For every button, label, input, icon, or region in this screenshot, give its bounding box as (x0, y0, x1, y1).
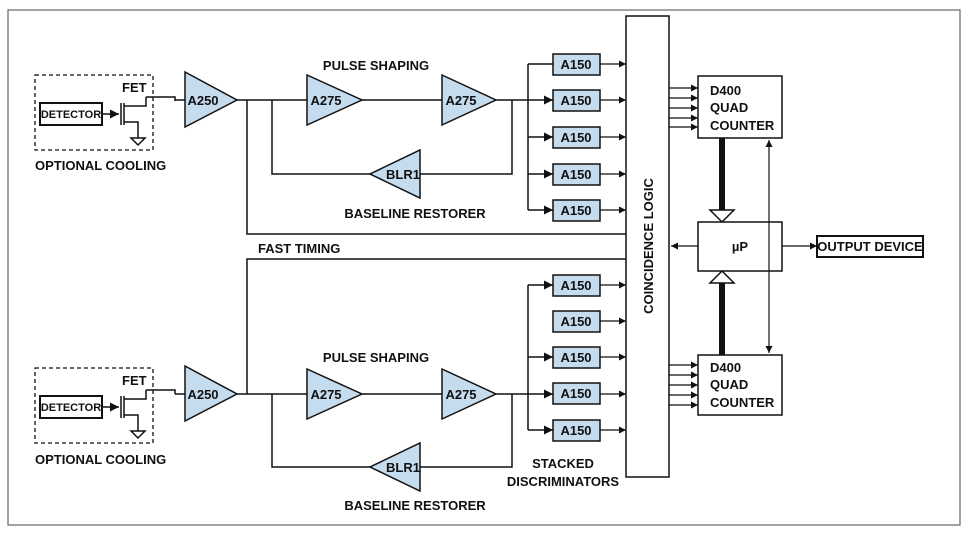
bottom-channel: DETECTOR FET OPTIONAL COOLING A250 PULSE… (34, 258, 626, 513)
bottom-pulse-shaping-title: PULSE SHAPING (323, 350, 429, 365)
outer-frame (7, 9, 961, 526)
top-shaper1-triangle (306, 73, 364, 127)
bottom-fet-label: FET (122, 373, 147, 388)
top-shaper2-triangle (441, 73, 498, 127)
coincidence-logic-label: COINCIDENCE LOGIC (641, 178, 656, 314)
top-discriminator-4-label: A150 (560, 167, 591, 182)
top-discriminator-3-label: A150 (560, 130, 591, 145)
counter-top-block (697, 75, 783, 139)
bus-top-arrowhead (708, 209, 736, 224)
output-device-label: OUTPUT DEVICE (817, 239, 923, 254)
bottom-shaper1-triangle (306, 367, 364, 421)
top-fet-symbol (102, 96, 176, 147)
bottom-fet-symbol (102, 389, 176, 440)
counter-bottom-line3: COUNTER (710, 395, 775, 410)
top-shaper1-label: A275 (310, 93, 341, 108)
counter-bottom-line1: D400 (710, 360, 741, 375)
bottom-discriminator-5-label: A150 (560, 423, 591, 438)
bottom-shaper1-label: A275 (310, 387, 341, 402)
top-discriminators: A150 A150 A150 A150 A150 (528, 53, 626, 222)
top-blr-label: BLR1 (386, 167, 420, 182)
bottom-discriminator-4-label: A150 (560, 386, 591, 401)
coincidence-logic-block (625, 15, 670, 478)
processor-label: µP (732, 239, 748, 254)
top-discriminator-1-label: A150 (560, 57, 591, 72)
top-preamp-label: A250 (187, 93, 218, 108)
top-pulse-shaping-title: PULSE SHAPING (323, 58, 429, 73)
stacked-discriminators-label-line2: DISCRIMINATORS (507, 474, 620, 489)
bottom-discriminator-1-label: A150 (560, 278, 591, 293)
top-discriminator-2-label: A150 (560, 93, 591, 108)
counter-top-line2: QUAD (710, 100, 748, 115)
top-cooling-box (34, 74, 154, 151)
bottom-discriminators: A150 A150 A150 A150 A150 (528, 274, 626, 442)
top-channel: DETECTOR FET OPTIONAL COOLING A250 PULSE… (34, 53, 626, 235)
counter-top-line3: COUNTER (710, 118, 775, 133)
top-fet-label: FET (122, 80, 147, 95)
top-baseline-restorer-label: BASELINE RESTORER (344, 206, 486, 221)
bottom-discriminator-2-label: A150 (560, 314, 591, 329)
counter-inputs-bottom (669, 361, 698, 409)
counter-bottom-block (697, 354, 783, 416)
output-device-block (816, 235, 924, 258)
bottom-detector-label: DETECTOR (41, 402, 101, 414)
bus-bottom-arrowhead (708, 269, 736, 284)
bottom-shaper2-triangle (441, 367, 498, 421)
top-detector-label: DETECTOR (41, 109, 101, 121)
top-shaper2-label: A275 (445, 93, 476, 108)
bottom-discriminator-3-label: A150 (560, 350, 591, 365)
top-discriminator-5-label: A150 (560, 203, 591, 218)
bottom-cooling-box (34, 367, 154, 444)
bottom-preamp-label: A250 (187, 387, 218, 402)
counter-bottom-line2: QUAD (710, 377, 748, 392)
counter-top-line1: D400 (710, 83, 741, 98)
bottom-blr-label: BLR1 (386, 460, 420, 475)
bottom-baseline-restorer-label: BASELINE RESTORER (344, 498, 486, 513)
stacked-discriminators-label-line1: STACKED (532, 456, 594, 471)
top-cooling-label: OPTIONAL COOLING (35, 158, 166, 173)
bottom-shaper2-label: A275 (445, 387, 476, 402)
fast-timing-label: FAST TIMING (258, 241, 340, 256)
bottom-cooling-label: OPTIONAL COOLING (35, 452, 166, 467)
counter-inputs-top (669, 84, 698, 131)
